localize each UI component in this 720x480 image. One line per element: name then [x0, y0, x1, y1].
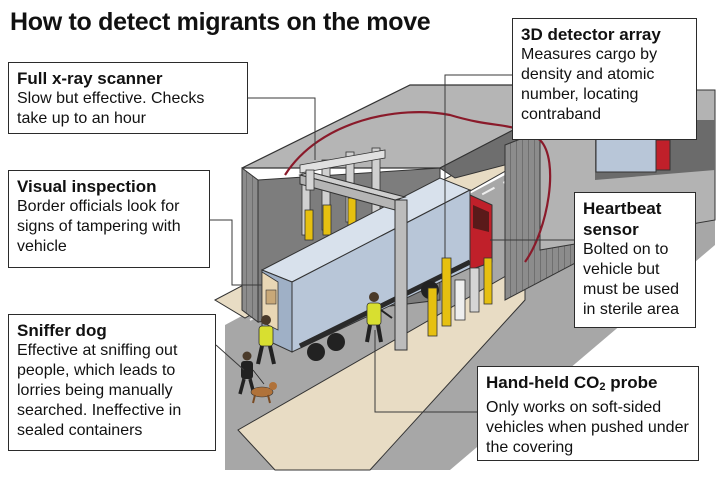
co2-probe-text: Only works on soft-sided vehicles when p…: [486, 399, 689, 456]
visual-inspection-heading: Visual inspection: [17, 177, 157, 196]
distant-trailer: [595, 137, 657, 173]
sniffer-dog-heading: Sniffer dog: [17, 321, 107, 340]
detector-leader: [444, 74, 512, 258]
detector-array-heading: 3D detector array: [521, 25, 661, 44]
page-title: How to detect migrants on the move: [10, 8, 431, 36]
official-with-probe: [365, 292, 393, 343]
bollards-front: [427, 257, 493, 337]
xray-leader: [248, 97, 316, 160]
co2-heading-suffix: probe: [605, 373, 658, 392]
detector-array-text: Measures cargo by density and atomic num…: [521, 46, 658, 123]
bollards-back: [304, 197, 357, 241]
heartbeat-sensor-text: Bolted on to vehicle but must be used in…: [583, 241, 680, 318]
visual-inspection-text: Border officials look for signs of tampe…: [17, 198, 181, 255]
sniffer-dog-figure: [250, 386, 274, 398]
distant-cab: [655, 139, 671, 171]
co2-heading-subscript: 2: [599, 381, 606, 393]
sniffer-dog-text: Effective at sniffing out people, which …: [17, 342, 182, 439]
detector-gantry: [298, 169, 408, 351]
sniffer-leader: [215, 344, 245, 371]
visual-leader: [210, 219, 262, 286]
heartbeat-sensor-heading: Heartbeat sensor: [583, 199, 662, 239]
xray-scanner: [299, 147, 386, 236]
co2-probe-heading: Hand-held CO2 probe: [486, 372, 690, 398]
xray-scanner-heading: Full x-ray scanner: [17, 69, 163, 88]
xray-scanner-text: Slow but effective. Checks take up to an…: [17, 90, 205, 127]
leader-lines: [210, 74, 574, 413]
sterile-area-boundary: [284, 111, 552, 263]
sniffer-dog-callout: Sniffer dog Effective at sniffing out pe…: [8, 314, 216, 451]
co2-leader: [374, 330, 477, 413]
co2-probe-callout: Hand-held CO2 probe Only works on soft-s…: [477, 366, 699, 461]
visual-inspection-callout: Visual inspection Border officials look …: [8, 170, 210, 268]
official-with-dog: [238, 315, 277, 404]
wheel: [327, 333, 345, 351]
heartbeat-sensor-callout: Heartbeat sensor Bolted on to vehicle bu…: [574, 192, 696, 328]
detector-array-callout: 3D detector array Measures cargo by dens…: [512, 18, 697, 140]
co2-heading-prefix: Hand-held CO: [486, 373, 600, 392]
xray-scanner-callout: Full x-ray scanner Slow but effective. C…: [8, 62, 248, 134]
wheel: [307, 343, 325, 361]
